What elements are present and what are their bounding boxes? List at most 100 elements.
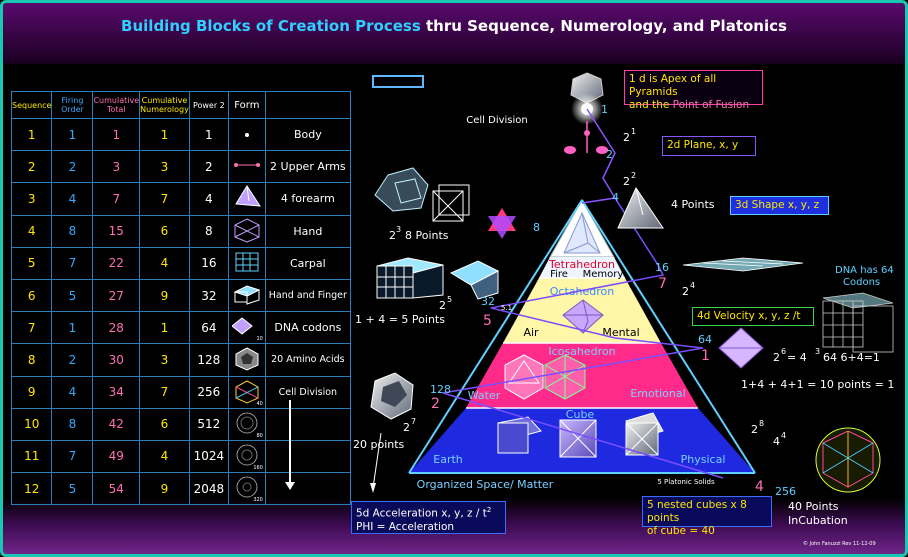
octa-right-icon — [718, 327, 764, 369]
power-exp: 7 — [411, 417, 416, 426]
page-title: Building Blocks of Creation Process thru… — [3, 17, 905, 35]
num-1: 1 — [601, 103, 608, 116]
plane-text: 2d Plane, x, y — [667, 139, 739, 151]
tetrahedron-icon — [563, 211, 601, 254]
form-count: 10 — [256, 336, 263, 343]
num-5: 5 — [483, 313, 492, 329]
cell-firing: 4 — [51, 182, 94, 216]
cell-label: DNA codons — [264, 311, 351, 345]
power-base: 2 — [751, 423, 758, 436]
num-7: 7 — [658, 276, 667, 292]
cell-cum: 7 — [92, 182, 141, 216]
flat-wedge-icon — [449, 260, 500, 300]
cell-seq: 1 — [10, 117, 53, 152]
power-exp: 4 — [690, 281, 695, 290]
icosahedron-icon — [504, 354, 586, 400]
tetra-right-icon — [617, 186, 664, 229]
credit-text: © John Fanuzzi Rev 11-12-09 — [803, 540, 876, 547]
dodecahedron-outline-icon — [374, 167, 429, 212]
cubes-line-2: of cube = 40 — [647, 525, 715, 537]
power-base: 4 — [773, 435, 780, 448]
power-base: 2 — [439, 299, 446, 312]
pyramid-right-edge — [581, 199, 756, 474]
label-emotional: Emotional — [630, 387, 685, 400]
cell-firing: 5 — [51, 278, 94, 313]
cell-label: 2 Upper Arms — [264, 150, 351, 184]
header-form: Form — [227, 91, 266, 119]
cell-num: 1 — [139, 311, 190, 345]
grid-box-icon — [822, 292, 894, 353]
label-organized-space: Organized Space/ Matter — [417, 478, 554, 491]
cell-seq: 7 — [10, 311, 53, 345]
cell-cum: 42 — [92, 407, 141, 441]
nested-cubes-box: 5 nested cubes x 8 points of cube = 40 — [642, 496, 772, 537]
form-icon: 10 — [227, 311, 266, 345]
label-10-points: 1+4 + 4+1 = 10 points = 1 — [741, 378, 894, 391]
cell-node — [564, 146, 576, 154]
label-dna-2: Codons — [843, 277, 880, 288]
form-icon — [227, 246, 266, 280]
header-sequence: Sequence — [10, 91, 53, 119]
pentagonal-dodecahedron-icon — [370, 372, 414, 420]
star-tetrahedron-icon — [488, 208, 516, 239]
cell-cum: 27 — [92, 278, 141, 313]
header-firing-order: Firing Order — [51, 91, 94, 119]
pyramid-left-edge — [408, 199, 583, 474]
cell-cum: 3 — [92, 150, 141, 184]
cell-cum: 28 — [92, 311, 141, 345]
cell-pow: 1024 — [188, 439, 229, 474]
label-5-points: 1 + 4 = 5 Points — [355, 313, 445, 326]
cell-firing: 2 — [51, 150, 94, 184]
pyramid-tetrahedron-band — [539, 257, 625, 278]
label-dna-1: DNA has 64 — [835, 265, 894, 276]
arrow-head — [370, 483, 376, 493]
label-40-points: 40 Points — [788, 500, 839, 513]
shape-box: 3d Shape x, y, z — [730, 196, 829, 215]
cell-num: 1 — [139, 117, 190, 152]
label-20-points: 20 points — [353, 438, 405, 451]
power-exp: 4 — [781, 431, 786, 440]
num-64: 64 — [698, 333, 712, 346]
power-exp: 3 — [396, 225, 401, 234]
cell-num: 3 — [139, 150, 190, 184]
form-count: 160 — [253, 465, 263, 472]
num-32: 32 — [481, 295, 495, 308]
cell-cum: 49 — [92, 439, 141, 474]
num-2b: 2 — [431, 396, 440, 412]
label-cell-division: Cell Division — [466, 115, 528, 126]
power-equation-2: 64 6+4=1 — [823, 351, 880, 364]
cell-label — [264, 407, 351, 441]
form-count: 320 — [253, 497, 263, 504]
cell-seq: 2 — [10, 150, 53, 184]
cell-node — [596, 146, 608, 154]
label-water: Water — [468, 389, 501, 402]
cell-division-arrow — [289, 400, 291, 484]
power-base: 2 — [623, 131, 630, 144]
label-cube: Cube — [566, 408, 595, 421]
spiral-connector — [442, 197, 724, 479]
power-exp: 6 — [781, 347, 786, 356]
cell-pow: 64 — [188, 311, 229, 345]
cell-label: 20 Amino Acids — [264, 343, 351, 377]
label-earth: Earth — [433, 453, 463, 466]
label-physical: Physical — [681, 453, 726, 466]
power-base: 2 — [403, 421, 410, 434]
form-icon — [227, 117, 266, 152]
cubes-line-1: 5 nested cubes x 8 points — [647, 499, 747, 524]
num-256: 256 — [775, 485, 796, 498]
title-part1: Building Blocks of Creation Process — [121, 17, 421, 35]
header-label — [264, 91, 351, 119]
power-exp: 2 — [631, 171, 636, 180]
cell-firing: 8 — [51, 214, 94, 248]
cell-firing: 1 — [51, 117, 94, 152]
cell-division-arrow-head — [285, 482, 295, 490]
octahedron-icon — [562, 299, 604, 334]
label-tetrahedron: Tetrahedron — [548, 258, 615, 271]
label-8-points: 8 Points — [405, 229, 449, 242]
form-icon: 40 — [227, 375, 266, 409]
flow-line — [581, 108, 617, 204]
form-icon: 160 — [227, 439, 266, 474]
cube-icons — [497, 412, 664, 458]
